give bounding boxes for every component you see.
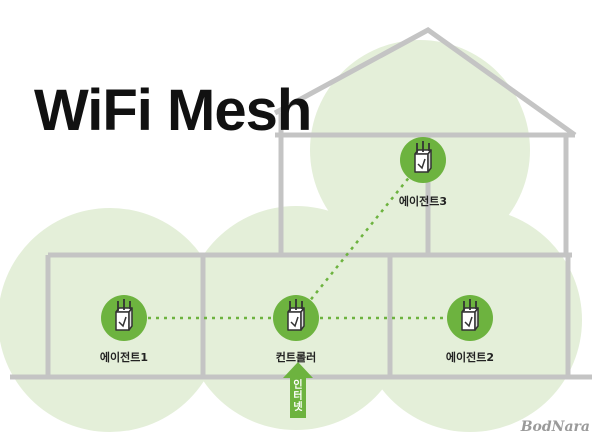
watermark-logo: BodNara bbox=[520, 419, 590, 435]
node-label-agent2: 에이전트2 bbox=[445, 351, 495, 364]
node-label-agent1: 에이전트1 bbox=[99, 351, 149, 364]
node-label-agent3: 에이전트3 bbox=[398, 195, 448, 208]
roof bbox=[273, 27, 577, 138]
link-controller-agent3 bbox=[295, 159, 424, 319]
house-outline bbox=[10, 27, 592, 380]
internet-arrow bbox=[283, 362, 313, 418]
mesh-links bbox=[124, 159, 470, 320]
router-icon-agent2 bbox=[446, 294, 494, 342]
router-icon-agent1 bbox=[100, 294, 148, 342]
diagram-title: WiFi Mesh bbox=[34, 78, 312, 143]
node-label-controller: 컨트롤러 bbox=[275, 351, 317, 364]
router-icon-controller bbox=[272, 294, 320, 342]
router-icon-agent3 bbox=[399, 136, 447, 184]
